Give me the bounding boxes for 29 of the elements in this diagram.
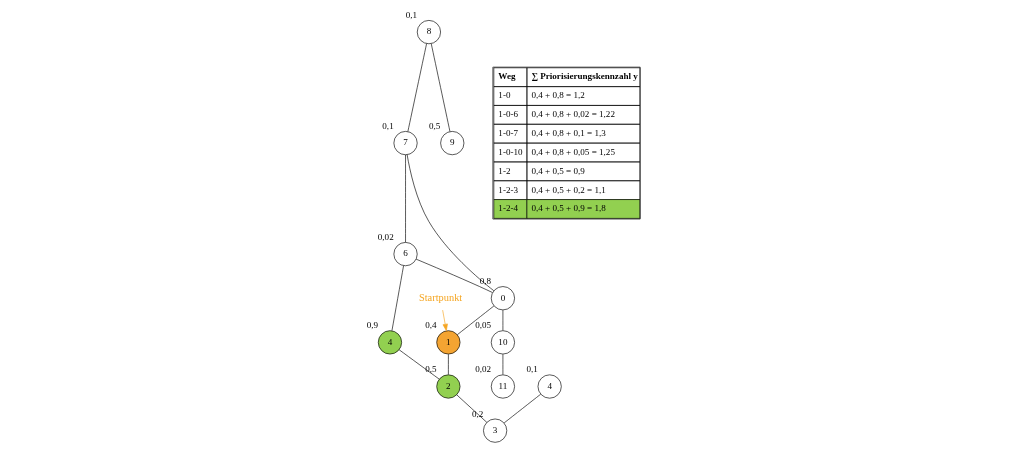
node-label: 0,5 xyxy=(424,364,437,375)
label: 1-2 xyxy=(497,165,510,176)
node-label: 0,02 xyxy=(474,364,491,375)
node-label: 0,2 xyxy=(471,408,483,419)
label: 0,4 + 0,8 = 1,2 xyxy=(530,90,585,101)
node-label: 0,5 xyxy=(428,120,440,131)
label: 0,4 + 0,8 + 0,1 = 1,3 xyxy=(530,128,606,139)
label: Weg xyxy=(497,70,516,81)
node-label: 0,05 xyxy=(474,320,491,331)
label: 0,4 + 0,5 = 0,9 xyxy=(530,165,585,176)
node-label: 0,02 xyxy=(377,231,394,242)
label: 0,4 + 0,5 + 0,9 = 1,8 xyxy=(530,203,606,214)
label: 1-0 xyxy=(497,90,510,101)
node-label: 0,1 xyxy=(381,120,394,131)
node-label: 0,9 xyxy=(366,320,378,331)
node-text: Startpunkt xyxy=(418,291,462,303)
label: 0,4 + 0,8 + 0,05 = 1,25 xyxy=(530,146,615,157)
node-label: 0,1 xyxy=(405,9,417,20)
label: 1-0-10 xyxy=(497,146,523,157)
label: 1-2-4 xyxy=(497,203,518,214)
node-label: 0,4 xyxy=(424,320,437,331)
node-label: 0,1 xyxy=(525,364,538,375)
node-label: 0,8 xyxy=(479,276,491,287)
label: 1-0-7 xyxy=(497,128,518,139)
label: 1-0-6 xyxy=(497,109,518,120)
label: 0,4 + 0,8 + 0,02 = 1,22 xyxy=(530,109,615,120)
label: 0,4 + 0,5 + 0,2 = 1,1 xyxy=(530,184,606,195)
label: ∑ Priorisierungskennzahl y xyxy=(530,70,638,81)
label: 1-2-3 xyxy=(497,184,518,195)
